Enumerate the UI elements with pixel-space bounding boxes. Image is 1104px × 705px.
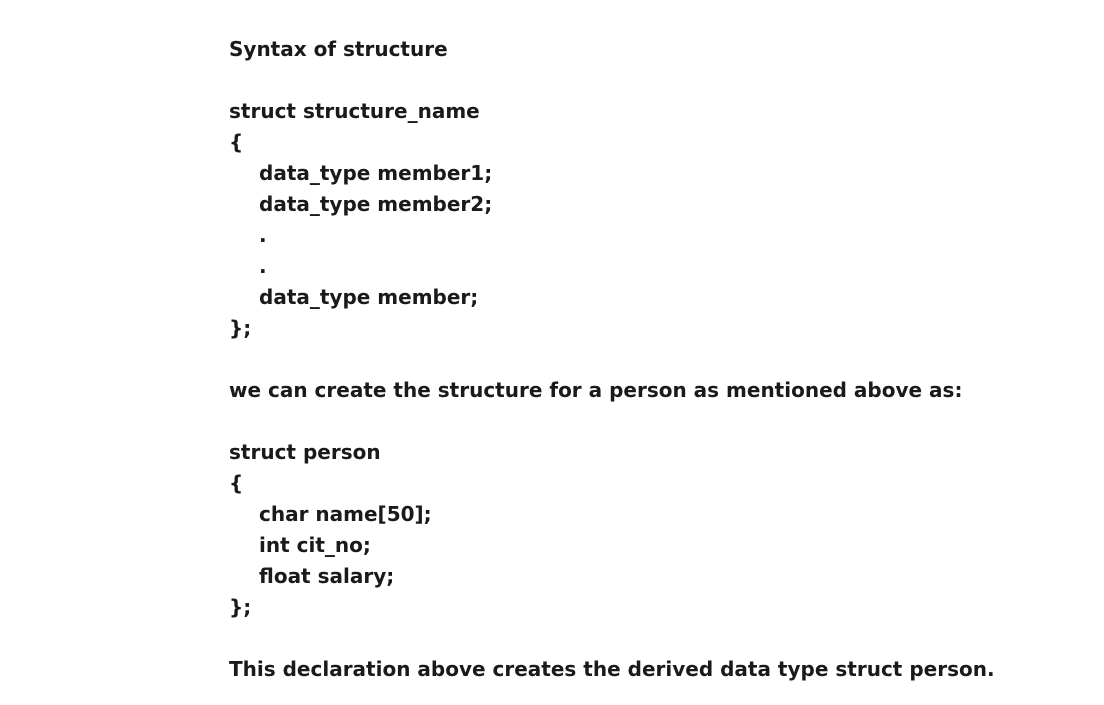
blank-line bbox=[229, 406, 1079, 437]
syntax-open-brace: { bbox=[229, 130, 244, 154]
syntax-member: data_type member2; bbox=[259, 192, 493, 216]
syntax-close-brace: }; bbox=[229, 316, 252, 340]
syntax-ellipsis-dot: . bbox=[259, 223, 267, 247]
blank-line bbox=[229, 623, 1079, 654]
syntax-header: struct structure_name bbox=[229, 99, 480, 123]
syntax-ellipsis-dot: . bbox=[259, 254, 267, 278]
example-member: float salary; bbox=[259, 564, 395, 588]
heading: Syntax of structure bbox=[229, 37, 448, 61]
blank-line bbox=[229, 344, 1079, 375]
blank-line bbox=[229, 65, 1079, 96]
example-member: int cit_no; bbox=[259, 533, 371, 557]
example-member: char name[50]; bbox=[259, 502, 432, 526]
example-header: struct person bbox=[229, 440, 381, 464]
example-open-brace: { bbox=[229, 471, 244, 495]
intro-sentence: we can create the structure for a person… bbox=[229, 378, 963, 402]
document: Syntax of structure struct structure_nam… bbox=[229, 34, 1079, 685]
example-close-brace: }; bbox=[229, 595, 252, 619]
syntax-member: data_type member1; bbox=[259, 161, 493, 185]
syntax-code-block: struct structure_name { data_type member… bbox=[229, 96, 1079, 344]
example-code-block: struct person { char name[50]; int cit_n… bbox=[229, 437, 1079, 623]
conclusion-sentence: This declaration above creates the deriv… bbox=[229, 657, 995, 681]
syntax-member: data_type member; bbox=[259, 285, 479, 309]
